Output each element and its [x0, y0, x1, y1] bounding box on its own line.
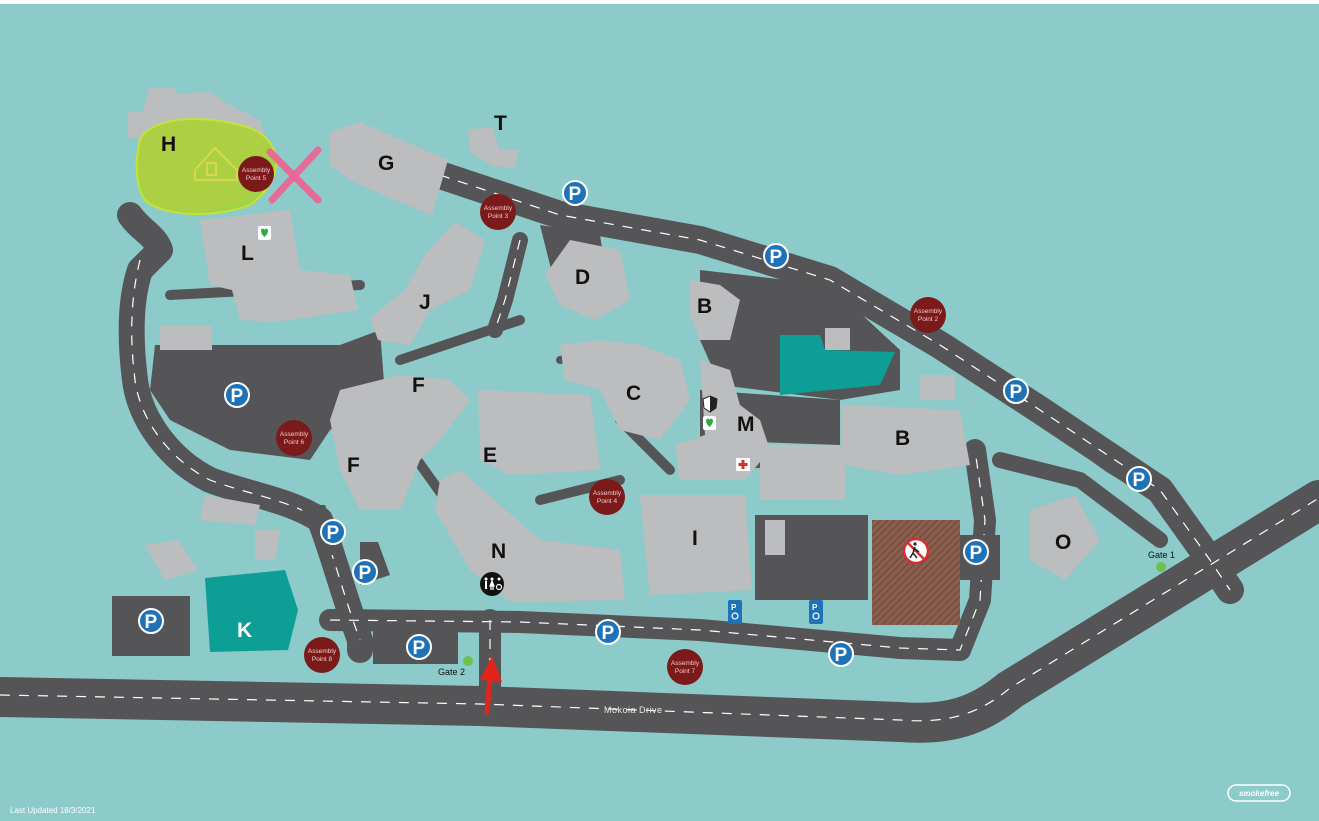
- parking-marker[interactable]: P: [352, 559, 378, 585]
- svg-text:Point 6: Point 6: [284, 439, 305, 446]
- building-label-b-top: B: [697, 295, 712, 318]
- svg-text:P: P: [413, 638, 426, 659]
- parking-marker[interactable]: P: [595, 619, 621, 645]
- svg-text:P: P: [1010, 382, 1023, 403]
- svg-text:P: P: [1133, 470, 1146, 491]
- building-label-j: J: [419, 291, 431, 314]
- svg-text:Point 7: Point 7: [675, 668, 696, 675]
- last-updated-text: Last Updated 18/3/2021: [10, 806, 96, 815]
- svg-text:P: P: [731, 603, 737, 612]
- no-pedestrian-icon: [902, 537, 930, 565]
- svg-text:Point 8: Point 8: [312, 656, 333, 663]
- parking-marker[interactable]: P: [406, 634, 432, 660]
- svg-text:P: P: [970, 543, 983, 564]
- parking-marker[interactable]: P: [963, 539, 989, 565]
- building-label-f-lower: F: [347, 454, 360, 477]
- svg-text:Assembly: Assembly: [593, 490, 622, 497]
- building-label-c: C: [626, 382, 641, 405]
- svg-text:P: P: [359, 563, 372, 584]
- svg-text:Point 4: Point 4: [597, 498, 618, 505]
- svg-text:P: P: [231, 386, 244, 407]
- parking-marker[interactable]: P: [320, 519, 346, 545]
- svg-text:P: P: [835, 645, 848, 666]
- gate-1: Gate 1: [1148, 550, 1175, 572]
- building-label-d: D: [575, 266, 590, 289]
- building-k-shape: [205, 570, 298, 652]
- svg-text:Point 3: Point 3: [488, 213, 509, 220]
- svg-text:Assembly: Assembly: [280, 431, 309, 438]
- parking-marker[interactable]: P: [828, 641, 854, 667]
- security-shield-icon: [702, 395, 718, 413]
- aed-icon: [703, 416, 716, 430]
- gate-2: Gate 2: [438, 656, 473, 677]
- accessible-parking-icon: P: [809, 600, 823, 624]
- home-icon: [194, 146, 238, 181]
- building-label-n: N: [491, 540, 506, 563]
- building-label-g: G: [378, 152, 394, 175]
- parking-markers: P P P P P P P P P P P P: [138, 180, 1152, 667]
- svg-text:Assembly: Assembly: [242, 167, 271, 174]
- building-label-o: O: [1055, 531, 1071, 554]
- building-label-k: K: [237, 619, 252, 642]
- parking-marker[interactable]: P: [224, 382, 250, 408]
- aed-icon: [258, 226, 271, 240]
- closed-x-icon: [266, 146, 322, 204]
- svg-text:P: P: [812, 603, 818, 612]
- svg-text:Assembly: Assembly: [671, 660, 700, 667]
- parking-marker[interactable]: P: [562, 180, 588, 206]
- gate-1-label: Gate 1: [1148, 550, 1175, 560]
- building-label-l: L: [241, 242, 254, 265]
- teal-building-shape: [780, 335, 895, 395]
- building-label-b-right: B: [895, 427, 910, 450]
- svg-text:P: P: [145, 612, 158, 633]
- svg-text:smokefree: smokefree: [1239, 789, 1280, 798]
- svg-text:P: P: [602, 623, 615, 644]
- svg-text:Point 2: Point 2: [918, 316, 939, 323]
- building-label-i: I: [692, 527, 698, 550]
- entrance-arrow-icon: [480, 656, 502, 715]
- road-centerlines: [0, 174, 1319, 722]
- svg-text:Point 5: Point 5: [246, 175, 267, 182]
- svg-text:Assembly: Assembly: [914, 308, 943, 315]
- parking-marker[interactable]: P: [138, 608, 164, 634]
- gate-2-label: Gate 2: [438, 667, 465, 677]
- building-label-h: H: [161, 133, 176, 156]
- building-label-f-upper: F: [412, 374, 425, 397]
- building-label-m: M: [737, 413, 755, 436]
- accessible-parking-icon: P: [728, 600, 742, 624]
- accessible-toilet-icon: [480, 572, 504, 596]
- parking-marker[interactable]: P: [1126, 466, 1152, 492]
- svg-text:Assembly: Assembly: [308, 648, 337, 655]
- restricted-zone: [872, 520, 960, 625]
- svg-text:P: P: [327, 523, 340, 544]
- first-aid-icon: [736, 458, 750, 471]
- parking-marker[interactable]: P: [763, 243, 789, 269]
- svg-text:Assembly: Assembly: [484, 205, 513, 212]
- building-labels: H G T L J D B C F F E M B N I O K: [161, 112, 1071, 642]
- building-label-e: E: [483, 444, 497, 467]
- building-label-t: T: [494, 112, 507, 135]
- smokefree-logo: smokefree: [1227, 784, 1291, 802]
- road-label-mokoia-drive: Mokoia Drive: [604, 705, 663, 715]
- svg-text:P: P: [770, 247, 783, 268]
- svg-text:P: P: [569, 184, 582, 205]
- parking-marker[interactable]: P: [1003, 378, 1029, 404]
